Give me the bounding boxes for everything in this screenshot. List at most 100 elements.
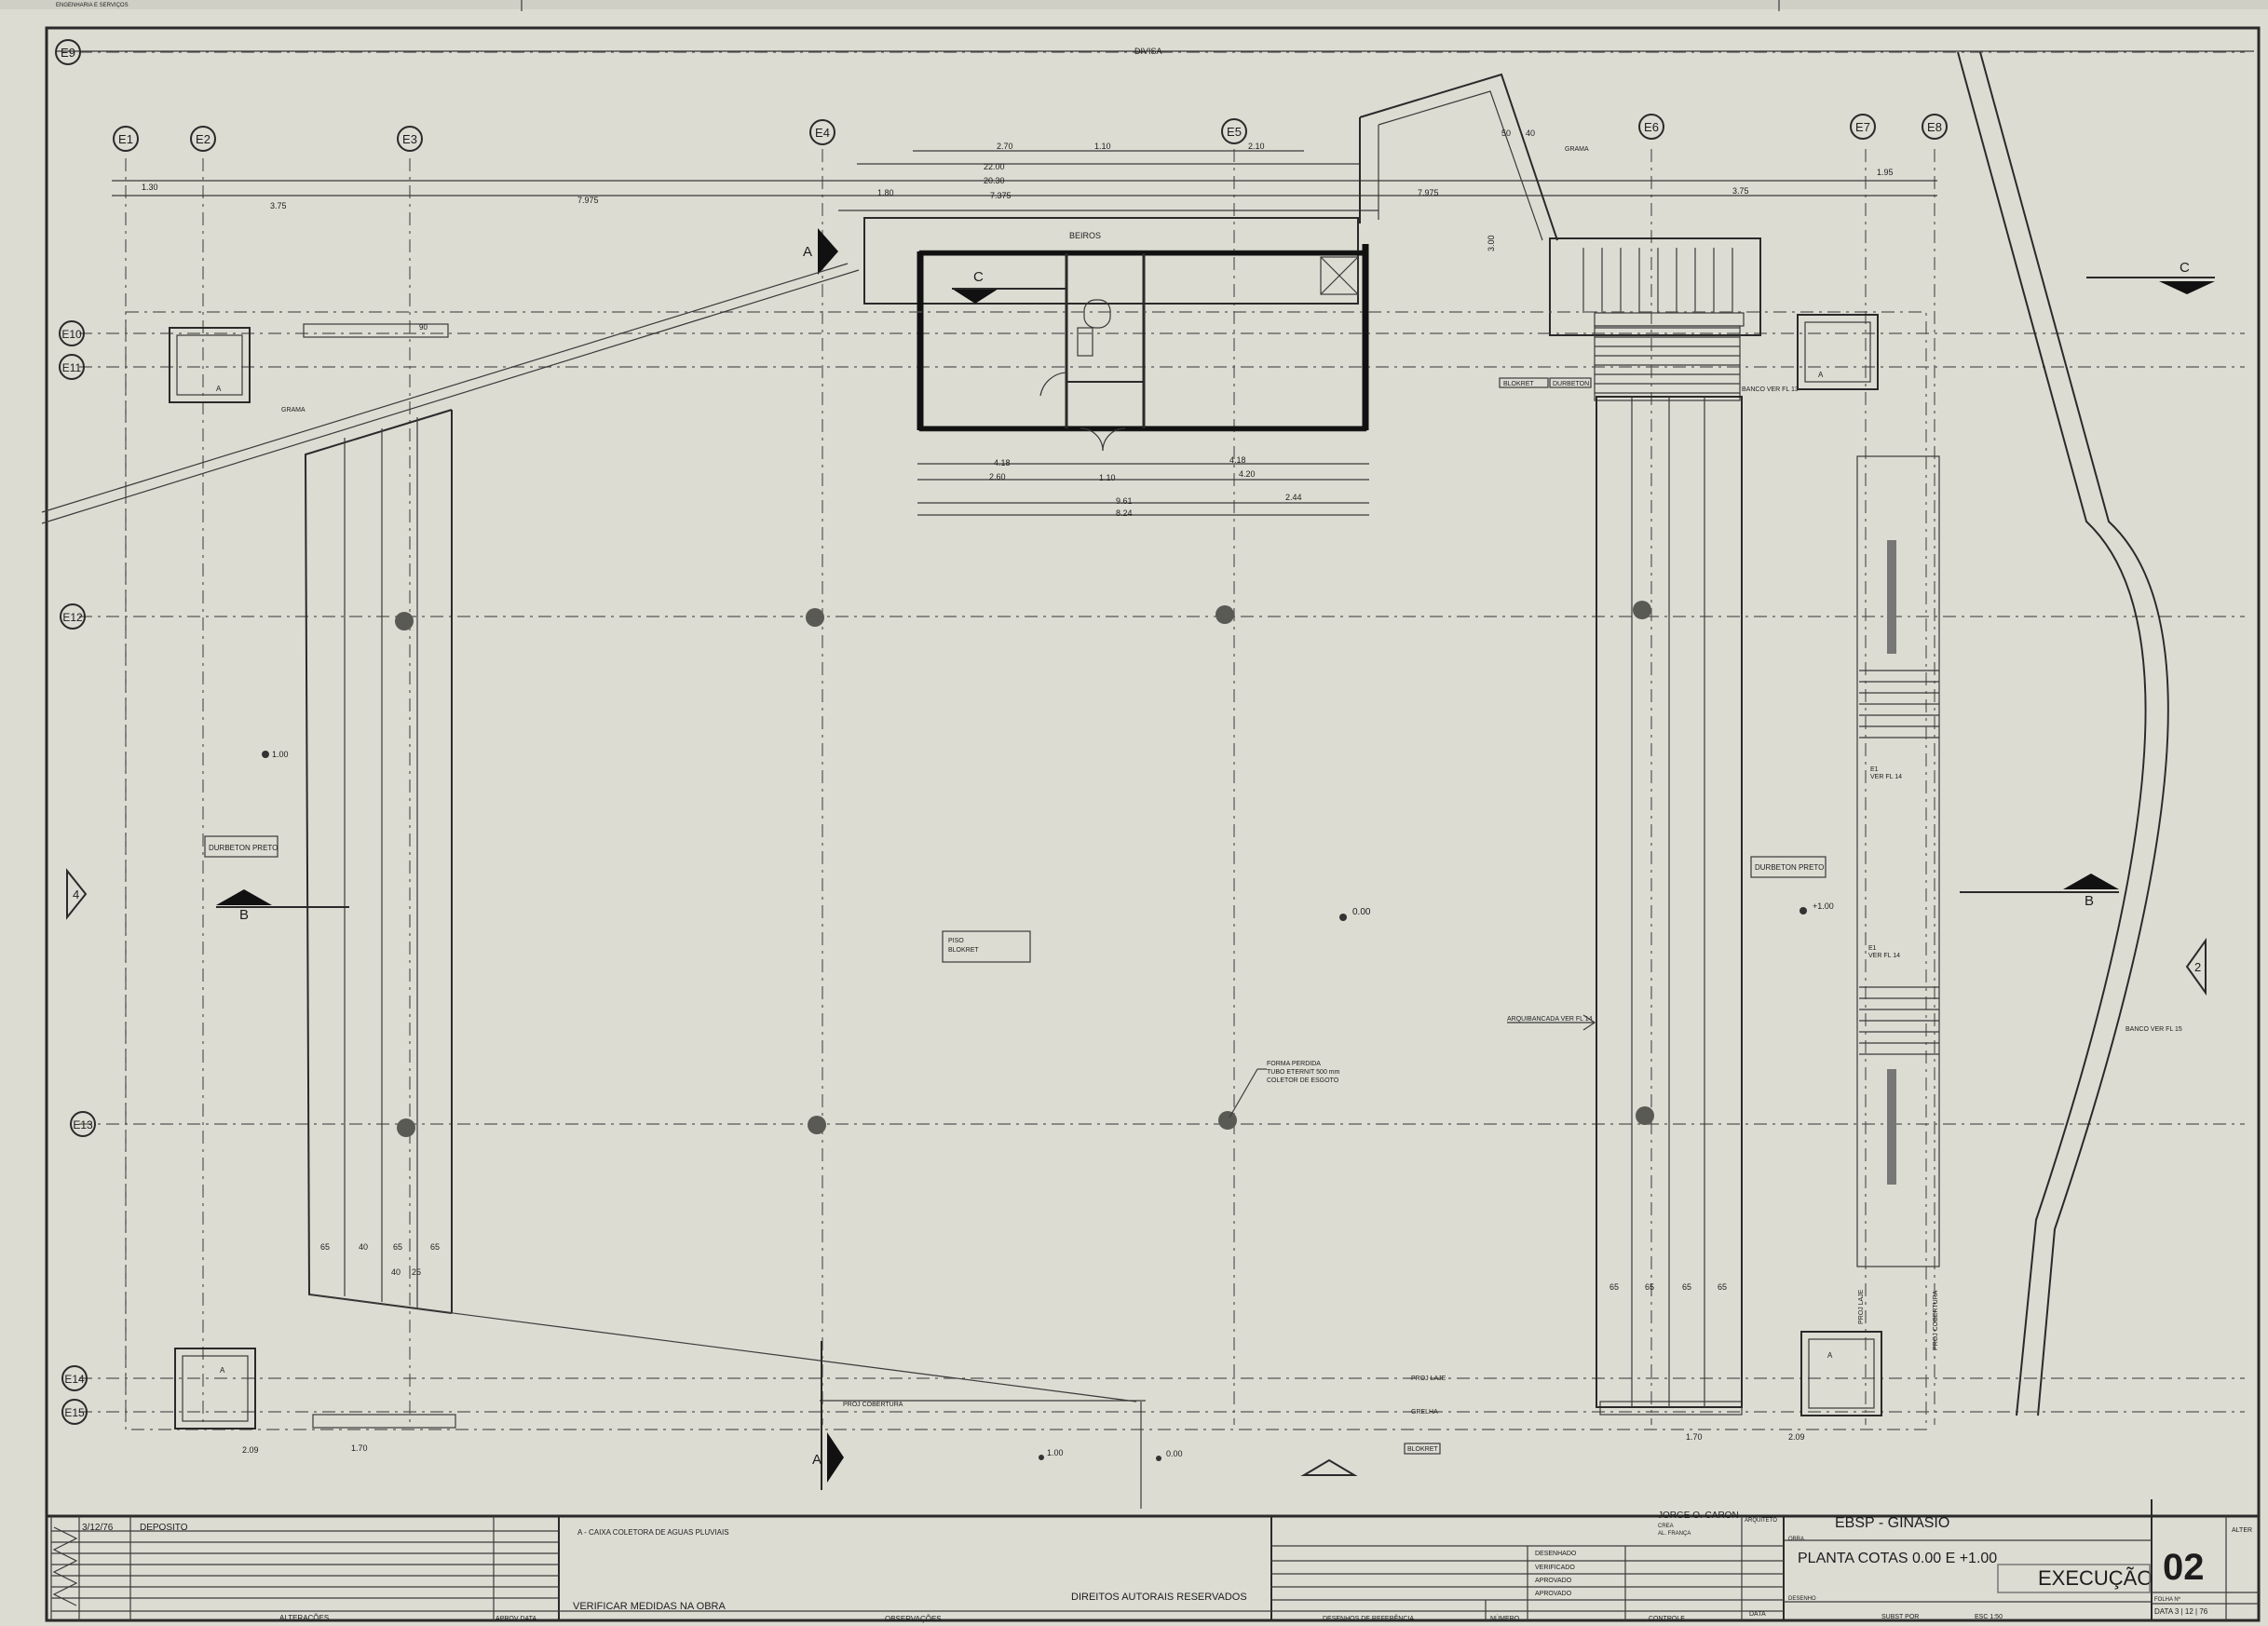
- revision-code: 3/12/76: [82, 1523, 114, 1533]
- drawing-title: PLANTA COTAS 0.00 E +1.00: [1798, 1551, 1997, 1566]
- grid-bubble-e7: E7: [1850, 114, 1876, 140]
- piso-blokret-box: [942, 930, 1031, 963]
- svg-text:A: A: [216, 385, 222, 393]
- alter-label: ALTER: [2232, 1527, 2252, 1534]
- proj-laje-label: PROJ LAJE: [1411, 1375, 1446, 1382]
- dim-label: 1.10: [1094, 142, 1111, 151]
- durbeton-preto-right-box: [1750, 856, 1827, 878]
- controle-label: CONTROLE: [1649, 1616, 1685, 1622]
- durbeton-preto-left: DURBETON PRETO: [209, 844, 278, 852]
- section-b-left-label: B: [239, 907, 249, 923]
- dim-label: 1.80: [877, 188, 894, 197]
- dim-label: 2.70: [997, 142, 1013, 151]
- svg-text:E1: E1: [1870, 766, 1879, 773]
- dim-label: 2.09: [1788, 1432, 1805, 1442]
- execucao-stamp-box: [1997, 1564, 2151, 1593]
- svg-text:25: 25: [412, 1267, 421, 1277]
- durbeton-label: DURBETON: [1553, 381, 1589, 387]
- banco-ver-label: BANCO VER FL 13: [1742, 386, 1799, 393]
- svg-text:E1: E1: [118, 132, 133, 146]
- svg-text:A: A: [1827, 1351, 1833, 1360]
- grid-bubble-e14: E14: [61, 1365, 88, 1391]
- grid-bubble-e5: E5: [1221, 118, 1247, 144]
- svg-text:A: A: [220, 1366, 225, 1375]
- dim-label: 3.00: [1487, 235, 1496, 251]
- grama-label: GRAMA: [281, 407, 306, 413]
- deposito-label: DEPOSITO: [140, 1523, 188, 1533]
- svg-text:E5: E5: [1227, 125, 1242, 139]
- svg-text:65: 65: [1682, 1282, 1691, 1292]
- section-b-left-arrow: [216, 889, 272, 905]
- verificar-medidas: VERIFICAR MEDIDAS NA OBRA: [573, 1601, 726, 1612]
- piso-blokret-label: BLOKRET: [948, 947, 979, 954]
- dim-label: 90: [419, 323, 428, 332]
- dim-label: 3.75: [1732, 186, 1749, 196]
- obra-title: EBSP - GINASIO: [1835, 1515, 1949, 1531]
- beiros-label: BEIROS: [1069, 231, 1101, 240]
- dim-label: 3.75: [270, 201, 287, 210]
- blokret-bottom-box: [1404, 1443, 1441, 1455]
- data-value: DATA 3 | 12 | 76: [2154, 1607, 2208, 1616]
- subst-por-label: SUBST POR: [1881, 1614, 1919, 1620]
- proj-cobertura-label: PROJ COBERTURA: [843, 1402, 903, 1408]
- plinth-bottom-right: A: [1800, 1331, 1882, 1416]
- piso-label: PISO: [948, 938, 964, 944]
- sheet-number: 02: [2163, 1547, 2205, 1588]
- grid-lines: [79, 51, 2245, 1425]
- svg-text:E8: E8: [1927, 120, 1942, 134]
- proj-laje-vertical: PROJ LAJE: [1858, 1289, 1865, 1324]
- execucao-stamp: EXECUÇÃO: [2038, 1566, 2153, 1590]
- architect-name: JORGE O. CARON: [1658, 1511, 1739, 1521]
- svg-text:40: 40: [359, 1242, 368, 1252]
- level-marker-icon: [262, 751, 269, 758]
- dim-label: 7.975: [1418, 188, 1439, 197]
- dim-label: 40: [1526, 129, 1535, 138]
- desenho-label: DESENHO: [1788, 1596, 1816, 1602]
- desenhado-label: DESENHADO: [1535, 1551, 1577, 1557]
- section-a-top-arrow: [818, 228, 838, 275]
- plinth-bottom-left: A: [174, 1348, 256, 1430]
- grid-bubble-e12: E12: [60, 603, 86, 630]
- folha-label: FOLHA Nº: [2154, 1596, 2181, 1603]
- court-boundary: [125, 311, 1927, 1430]
- dim-label: 2.09: [242, 1445, 259, 1455]
- verificado-label: VERIFICADO: [1535, 1565, 1575, 1571]
- dim-label: 4.20: [1239, 469, 1256, 479]
- level-marker-icon: [1339, 914, 1347, 921]
- banco-label: BANCO VER FL 15: [2125, 1026, 2182, 1033]
- svg-text:E3: E3: [402, 132, 417, 146]
- dim-label: 50: [1501, 129, 1511, 138]
- grid-bubble-e1: E1: [113, 126, 139, 152]
- grid-bubble-e8: E8: [1922, 114, 1948, 140]
- svg-text:E4: E4: [815, 126, 830, 140]
- svg-text:E12: E12: [62, 611, 83, 624]
- marker-2-label: 2: [2194, 960, 2201, 974]
- arquibancada-note: ARQUIBANCADA VER FL 14: [1507, 1014, 1596, 1031]
- dim-label: 1.70: [1686, 1432, 1703, 1442]
- divisa-label: DIVISA: [1134, 47, 1162, 56]
- svg-text:COLETOR DE ESGOTO: COLETOR DE ESGOTO: [1267, 1077, 1339, 1084]
- svg-text:E1: E1: [1868, 945, 1877, 952]
- durbeton-preto-left-box: [204, 835, 278, 858]
- svg-text:65: 65: [1718, 1282, 1727, 1292]
- title-block: 3/12/76 DEPOSITO ALTERAÇÕES APROV DATA A…: [50, 1499, 2259, 1623]
- grama-label-top: GRAMA: [1565, 146, 1589, 153]
- aprovado-label-1: APROVADO: [1535, 1578, 1572, 1584]
- svg-text:E10: E10: [61, 328, 82, 341]
- right-stairs-area: E1 VER FL 14 E1 VER FL 14: [1856, 455, 1940, 1267]
- svg-text:65: 65: [1609, 1282, 1619, 1292]
- dim-label: 9.61: [1116, 496, 1133, 506]
- alteracoes-label: ALTERAÇÕES: [279, 1614, 329, 1622]
- data-label: DATA: [1749, 1611, 1766, 1618]
- svg-text:65: 65: [1645, 1282, 1654, 1292]
- level-marker-icon: [1799, 907, 1807, 915]
- escala-label: ESC 1:50: [1975, 1614, 2003, 1620]
- north-marker-icon: [1300, 1458, 1358, 1476]
- forma-perdida-note: FORMA PERDIDA TUBO ETERNIT 500 mm COLETO…: [1229, 1061, 1340, 1118]
- dim-label: 7.975: [577, 196, 599, 205]
- svg-text:ARQUIBANCADA VER FL 14: ARQUIBANCADA VER FL 14: [1507, 1016, 1593, 1023]
- svg-text:E2: E2: [196, 132, 211, 146]
- dim-label: 22.00: [984, 162, 1005, 171]
